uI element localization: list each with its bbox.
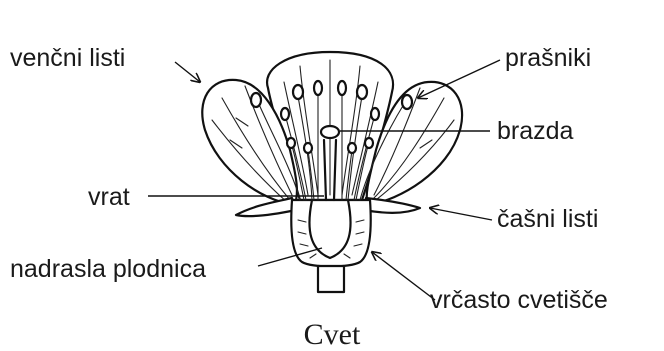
leader-vencni-listi — [175, 62, 200, 82]
stigma — [321, 126, 339, 138]
caption: Cvet — [304, 318, 361, 351]
leader-vrcasto-cvetisce — [372, 252, 435, 300]
label-nadrasla-plodnica: nadrasla plodnica — [10, 255, 206, 283]
label-prasniki: prašniki — [505, 44, 591, 72]
leader-casni-listi — [430, 208, 492, 220]
stem — [318, 266, 344, 292]
label-vrcasto-cvetisce: vrčasto cvetišče — [430, 286, 608, 314]
label-vrat: vrat — [88, 183, 130, 211]
label-casni-listi: čašni listi — [497, 205, 598, 233]
flower-illustration — [202, 52, 462, 292]
sepal-right — [364, 198, 420, 213]
leader-prasniki — [418, 60, 500, 98]
label-brazda: brazda — [497, 117, 574, 145]
sepal-left — [236, 198, 296, 216]
label-vencni-listi: venčni listi — [10, 44, 125, 72]
